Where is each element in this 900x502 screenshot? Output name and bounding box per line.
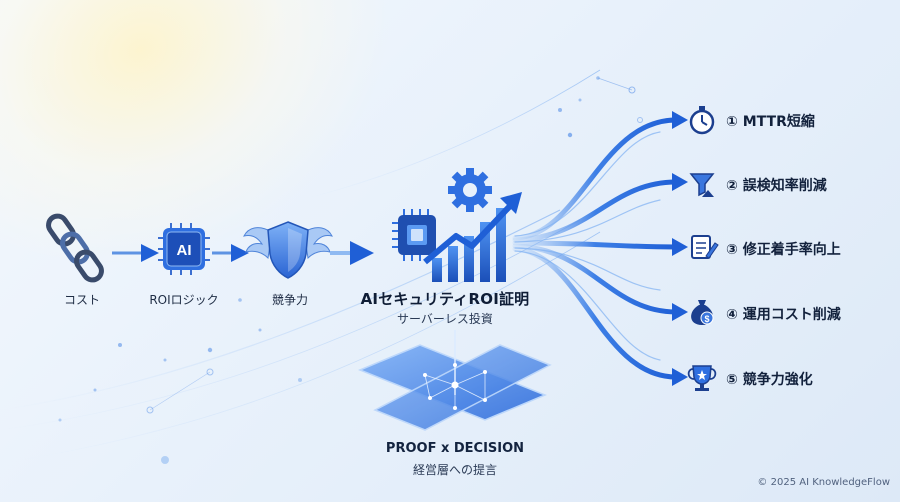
chain-link-icon (46, 213, 104, 283)
clipboard-pen-icon (691, 235, 719, 259)
fan-arrow-2 (512, 179, 679, 243)
fan-arrow-3 (512, 240, 679, 250)
money-bag-icon: $ (691, 300, 714, 325)
outcome-arrowheads (672, 111, 688, 386)
outcome-fan-arrows (512, 117, 679, 380)
particle-dots (58, 76, 643, 464)
hub-title: AIセキュリティROI証明 (360, 290, 530, 308)
winged-shield-icon (243, 221, 333, 279)
copyright-text: © 2025 AI KnowledgeFlow (757, 477, 890, 488)
roi-logic-label: ROIロジック (149, 293, 219, 307)
outcome-label-5: ⑤ 競争力強化 (726, 372, 813, 388)
hub-subtitle: サーバーレス投資 (397, 312, 493, 326)
proof-title: PROOF x DECISION (385, 441, 525, 456)
ai-chip-icon (158, 223, 210, 275)
ai-chip-text: AI (177, 242, 192, 259)
funnel-icon (689, 173, 715, 197)
outcome-label-4: ④ 運用コスト削減 (726, 307, 841, 323)
competitive-label: 競争力 (271, 293, 308, 307)
outcome-label-2: ② 誤検知率削減 (726, 178, 827, 194)
proof-subtitle: 経営層への提言 (412, 463, 497, 477)
outcome-label-3: ③ 修正着手率向上 (726, 242, 841, 258)
chain-label: コスト (63, 293, 100, 307)
proof-decision-cross-icon (358, 330, 552, 431)
svg-text:$: $ (704, 314, 709, 324)
roi-growth-chart-icon (392, 168, 522, 282)
trophy-icon (687, 365, 717, 391)
fan-arrow-1 (512, 117, 679, 241)
outcome-label-1: ① MTTR短縮 (726, 114, 815, 130)
stopwatch-icon (689, 106, 715, 135)
